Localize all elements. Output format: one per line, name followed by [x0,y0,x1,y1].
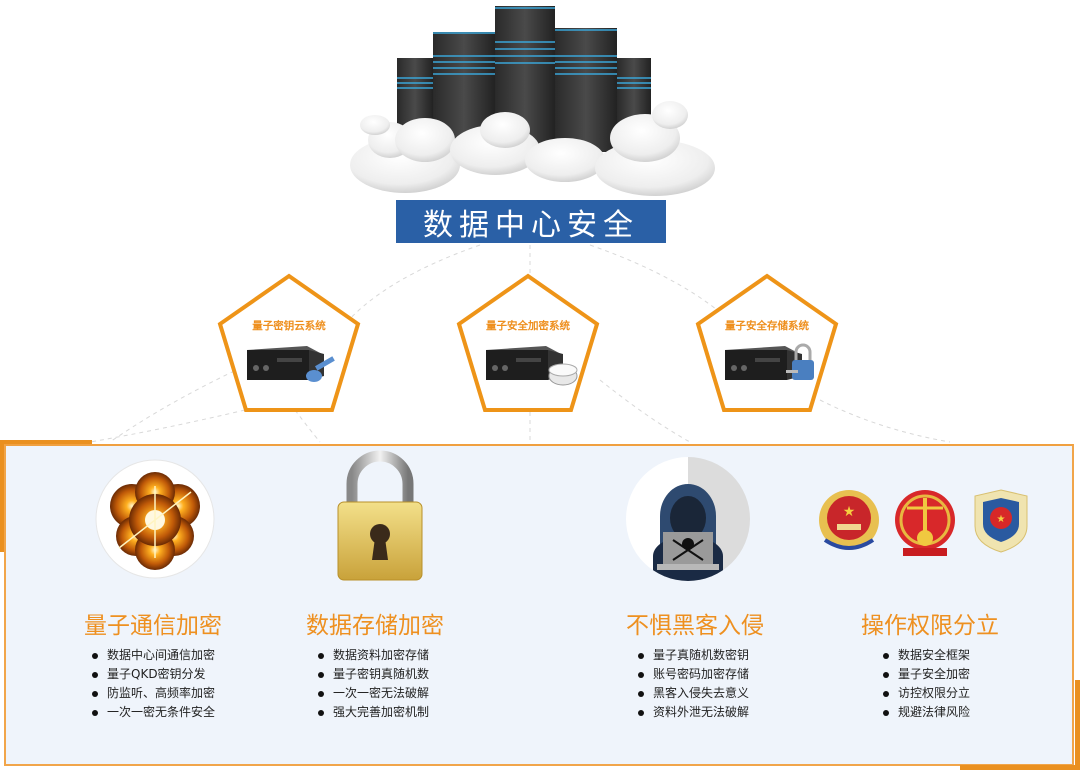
bullet-item: 量子密钥真随机数 [318,665,429,684]
bullet-text: 量子密钥真随机数 [333,667,430,681]
feature-title: 量子通信加密 [84,613,222,639]
bullet-item: 资料外泄无法破解 [638,703,749,722]
bullet-text: 防监听、高频率加密 [107,686,216,700]
bullet-text: 一次一密无法破解 [333,686,430,700]
bullet-item: 数据中心间通信加密 [92,646,215,665]
feature-title: 数据存储加密 [306,613,444,639]
bullet-text: 一次一密无条件安全 [107,705,216,719]
panel-corner-accent [0,440,4,552]
bullet-item: 防监听、高频率加密 [92,684,215,703]
bullet-text: 量子真随机数密钥 [653,648,750,662]
bullet-item: 账号密码加密存储 [638,665,749,684]
bullet-item: 一次一密无法破解 [318,684,429,703]
bullet-dot [92,690,98,697]
bullet-dot [318,690,324,697]
panel-corner-accent [960,765,1080,770]
bullet-text: 账号密码加密存储 [653,667,750,681]
bullet-dot [638,709,644,716]
system-label: 量子安全加密系统 [486,320,570,332]
system-card-storage[interactable]: 量子安全存储系统 [692,272,842,418]
bullet-dot [318,671,324,678]
datacenter-illustration [345,0,725,200]
feature-title: 不惧黑客入侵 [626,613,764,639]
bullet-text: 规避法律风险 [898,705,971,719]
server-with-key-icon [247,346,335,382]
bullet-dot [883,652,889,659]
bullet-text: 强大完善加密机制 [333,705,430,719]
bullet-item: 强大完善加密机制 [318,703,429,722]
system-card-key-cloud[interactable]: 量子密钥云系统 [214,272,364,418]
panel-corner-accent [1075,680,1080,770]
feature-bullets: 数据安全框架 量子安全加密 访控权限分立 规避法律风险 [883,646,970,722]
panel-corner-accent [0,440,92,444]
bullet-dot [883,690,889,697]
bullet-dot [638,652,644,659]
bullet-dot [92,652,98,659]
bullet-dot [638,690,644,697]
bullet-text: 黑客入侵失去意义 [653,686,750,700]
bullet-item: 数据资料加密存储 [318,646,429,665]
bullet-dot [318,652,324,659]
bullet-item: 量子QKD密钥分发 [92,665,215,684]
bullet-dot [638,671,644,678]
system-label: 量子安全存储系统 [725,320,809,332]
server-rack-icon [350,6,715,196]
feature-bullets: 数据资料加密存储 量子密钥真随机数 一次一密无法破解 强大完善加密机制 [318,646,429,722]
bullet-text: 量子安全加密 [898,667,971,681]
bullet-text: 访控权限分立 [898,686,971,700]
bullet-dot [883,671,889,678]
bullet-item: 黑客入侵失去意义 [638,684,749,703]
bullet-dot [92,671,98,678]
bullet-item: 规避法律风险 [883,703,970,722]
bullet-item: 一次一密无条件安全 [92,703,215,722]
system-label: 量子密钥云系统 [252,320,326,332]
authority-emblems-icon: ★ ★ [819,489,1028,556]
bullet-item: 量子真随机数密钥 [638,646,749,665]
hacker-icon [626,457,750,581]
feature-bullets: 数据中心间通信加密 量子QKD密钥分发 防监听、高频率加密 一次一密无条件安全 [92,646,215,722]
bullet-item: 数据安全框架 [883,646,970,665]
bullet-text: 数据中心间通信加密 [107,648,216,662]
bullet-text: 数据资料加密存储 [333,648,430,662]
bullet-dot [883,709,889,716]
svg-text:★: ★ [997,514,1006,525]
server-with-padlock-icon [725,343,814,380]
server-with-disk-icon [486,346,578,386]
feature-bullets: 量子真随机数密钥 账号密码加密存储 黑客入侵失去意义 资料外泄无法破解 [638,646,749,722]
bullet-text: 资料外泄无法破解 [653,705,750,719]
bullet-text: 数据安全框架 [898,648,971,662]
bullet-text: 量子QKD密钥分发 [107,667,206,681]
padlock-icon [337,450,423,581]
bullet-dot [92,709,98,716]
svg-text:★: ★ [843,504,856,520]
bullet-item: 量子安全加密 [883,665,970,684]
quantum-atom-icon [95,459,215,579]
page-title: 数据中心安全 [396,200,666,243]
feature-title: 操作权限分立 [861,613,999,639]
system-card-encryption[interactable]: 量子安全加密系统 [453,272,603,418]
bullet-dot [318,709,324,716]
bullet-item: 访控权限分立 [883,684,970,703]
